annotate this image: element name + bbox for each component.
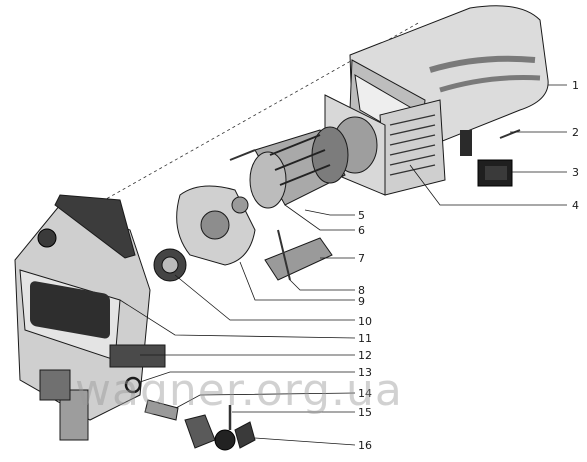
callout-3: 3	[572, 166, 579, 179]
callout-8: 8	[358, 284, 365, 297]
gear-housing-plate	[176, 185, 256, 266]
leader-lines	[119, 84, 567, 446]
callout-2: 2	[572, 126, 579, 139]
callout-1: 1	[572, 79, 579, 92]
callout-7: 7	[358, 252, 365, 265]
pump-housing	[14, 194, 166, 441]
valve-knob	[184, 414, 256, 451]
callout-labels: 1 2 3 4 5 6 7 8 9 10 11 12 13 14 15 16	[358, 79, 579, 452]
cover-plate	[264, 237, 333, 281]
callout-13: 13	[358, 366, 372, 379]
power-switch	[477, 159, 513, 187]
callout-15: 15	[358, 406, 372, 419]
callout-16: 16	[358, 439, 372, 452]
callout-6: 6	[358, 224, 365, 237]
callout-9: 9	[358, 295, 365, 308]
motor-assembly	[249, 126, 349, 209]
callout-5: 5	[358, 209, 365, 222]
callout-4: 4	[572, 199, 579, 212]
vented-frame	[379, 99, 446, 196]
fitting	[144, 399, 179, 421]
callout-14: 14	[358, 387, 372, 400]
drive-gear	[153, 248, 187, 282]
o-ring	[124, 376, 142, 394]
watermark: wagner.org.ua	[75, 365, 403, 416]
callout-12: 12	[358, 349, 372, 362]
screws	[229, 129, 521, 281]
callout-11: 11	[358, 332, 372, 345]
callout-10: 10	[358, 315, 372, 328]
